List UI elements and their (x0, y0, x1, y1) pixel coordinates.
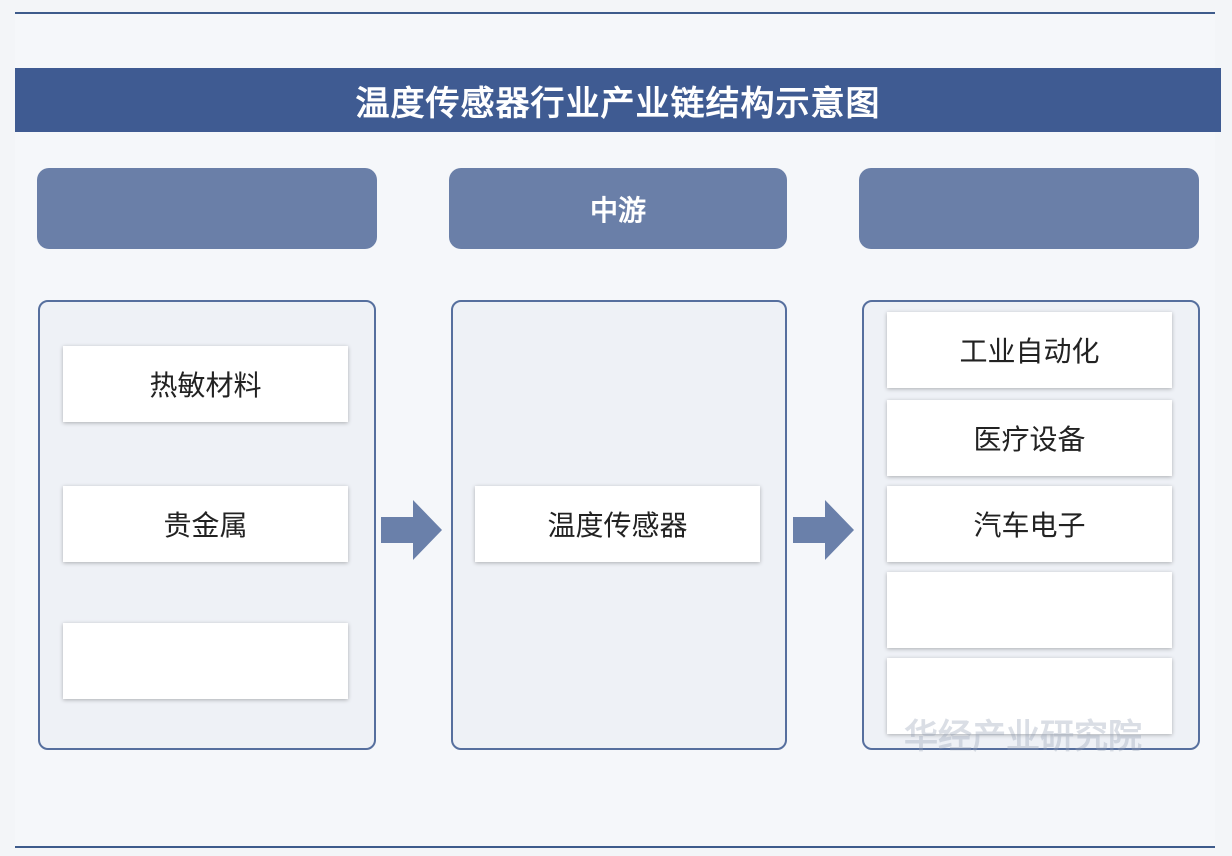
downstream-item (887, 658, 1172, 734)
upstream-item: 贵金属 (63, 486, 348, 562)
stage-header-upstream (37, 168, 377, 249)
stage-header-midstream: 中游 (449, 168, 787, 249)
midstream-item: 温度传感器 (475, 486, 760, 562)
flow-arrow-icon (381, 500, 442, 560)
downstream-item (887, 572, 1172, 648)
stage-header-downstream (859, 168, 1199, 249)
upstream-item (63, 623, 348, 699)
downstream-item: 工业自动化 (887, 312, 1172, 388)
watermark-logo: 华经产业研究院 (904, 716, 1142, 757)
downstream-item: 医疗设备 (887, 400, 1172, 476)
downstream-item: 汽车电子 (887, 486, 1172, 562)
diagram-title: 温度传感器行业产业链结构示意图 (15, 68, 1221, 132)
flow-arrow-icon (793, 500, 854, 560)
upstream-item: 热敏材料 (63, 346, 348, 422)
